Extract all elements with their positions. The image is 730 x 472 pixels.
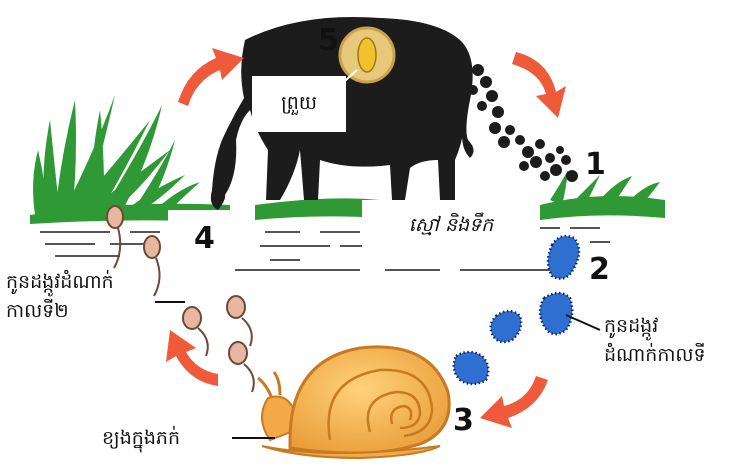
larva-second-stage-label: កូនដង្កូវដំណាក់ កាលទី២ [6, 268, 114, 327]
larva-first-stage-label: កូនដង្កូវ ដំណាក់កាលទី [604, 312, 706, 371]
fluke-in-cow-label: ព្រួយ [281, 89, 317, 118]
larva-first-line-2: ដំណាក់កាលទី [604, 341, 706, 370]
snail-host-label: ខ្យងក្នុងភក់ [102, 424, 180, 453]
stage-1-number: 1 [585, 150, 606, 180]
snail-icon [258, 347, 449, 458]
egg-icons [468, 64, 578, 182]
stage-5-number: 5 [318, 26, 339, 56]
grass-icon [33, 95, 200, 215]
larva-second-line-1: កូនដង្កូវដំណាក់ [6, 268, 114, 297]
stage-4-number: 4 [194, 224, 215, 254]
manure-label-box: ស្មៅ និងទឹក [362, 200, 540, 252]
stage-3-number: 3 [453, 406, 474, 436]
miracidium-icons [454, 236, 579, 384]
fluke-label-box: ព្រួយ [252, 76, 346, 132]
manure-and-water-label: ស្មៅ និងទឹក [409, 211, 493, 240]
larva-second-line-2: កាលទី២ [6, 297, 114, 326]
larva-first-line-1: កូនដង្កូវ [604, 312, 706, 341]
stage-2-number: 2 [589, 255, 610, 285]
